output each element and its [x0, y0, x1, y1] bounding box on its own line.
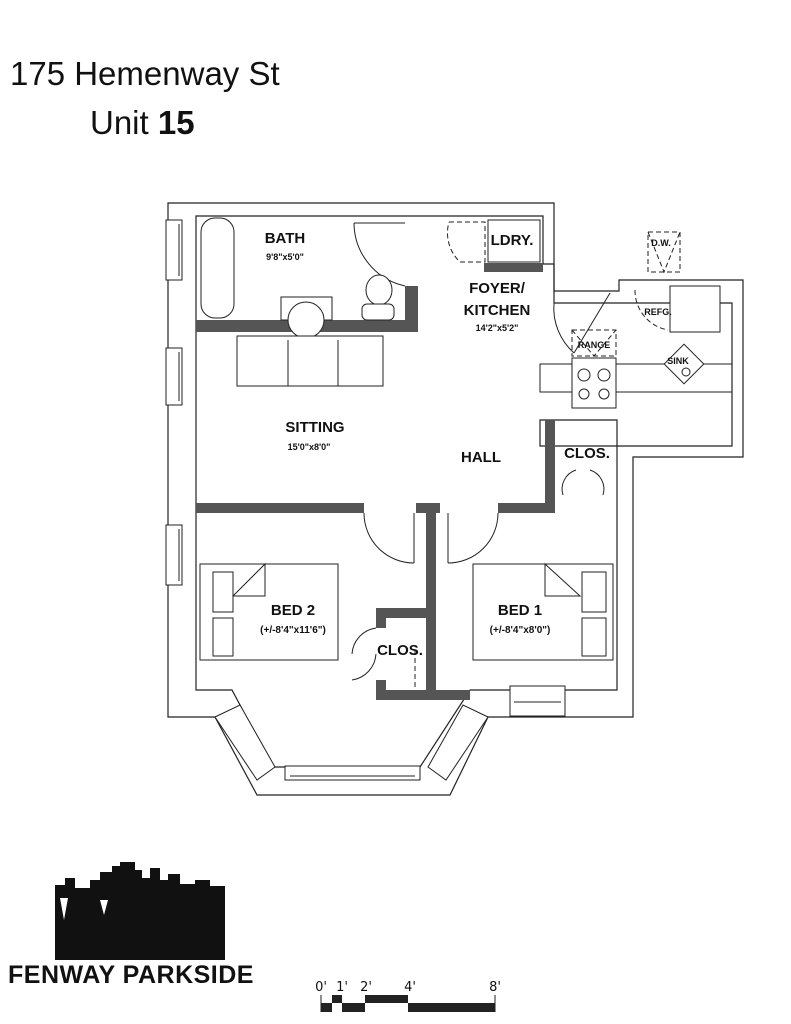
scale-tick-1: 1'	[336, 980, 348, 995]
sink-label: SINK	[667, 356, 689, 366]
scale-tick-0: 0'	[315, 980, 327, 995]
windows	[165, 219, 566, 781]
kitchen-label: KITCHEN	[464, 302, 531, 319]
sitting-label: SITTING	[285, 419, 344, 436]
scale-tick-4: 4'	[404, 980, 416, 995]
scale-tick-2: 2'	[360, 980, 372, 995]
unit-number: 15	[157, 104, 195, 141]
bath-label: BATH	[265, 230, 306, 247]
dashed-appliances	[414, 221, 681, 690]
bed1-size: (+/-8'4"x8'0")	[490, 625, 551, 636]
bathtub-icon	[200, 217, 235, 319]
scale-bar: 0' 1' 2' 4' 8'	[315, 980, 501, 1012]
brand-name: FENWAY PARKSIDE	[8, 961, 254, 989]
toilet-icon	[365, 274, 393, 306]
bed1-label: BED 1	[498, 602, 542, 619]
scale-tick-8: 8'	[489, 980, 501, 995]
laundry-label: LDRY.	[491, 232, 534, 249]
range-label: RANGE	[578, 340, 611, 350]
unit-prefix: Unit	[90, 104, 149, 141]
refrigerator-icon	[669, 285, 721, 333]
refrigerator-label: REFG.	[644, 307, 672, 317]
sofa-icon	[236, 335, 384, 387]
range-icon	[571, 357, 617, 409]
bed2-label: BED 2	[271, 602, 315, 619]
kitchen-size: 14'2"x5'2"	[476, 323, 519, 333]
sitting-size: 15'0"x8'0"	[288, 442, 331, 452]
hall-closet-label: CLOS.	[564, 445, 610, 462]
bed2-closet-label: CLOS.	[377, 642, 423, 659]
hall-label: HALL	[461, 449, 501, 466]
bath-sink-icon	[287, 301, 325, 339]
bed2-size: (+/-8'4"x11'6")	[260, 625, 326, 636]
foyer-label: FOYER/	[469, 280, 526, 297]
dishwasher-label: D.W.	[651, 238, 671, 248]
bath-size: 9'8"x5'0"	[266, 252, 304, 262]
exterior-walls	[167, 202, 744, 796]
skyline-logo-icon	[55, 862, 225, 960]
fixtures	[199, 217, 733, 661]
sink-icon	[663, 343, 705, 385]
laundry-icon	[487, 219, 541, 263]
unit-title: Unit 15	[90, 104, 195, 142]
address-title: 175 Hemenway St	[10, 55, 280, 92]
doors	[351, 222, 611, 681]
